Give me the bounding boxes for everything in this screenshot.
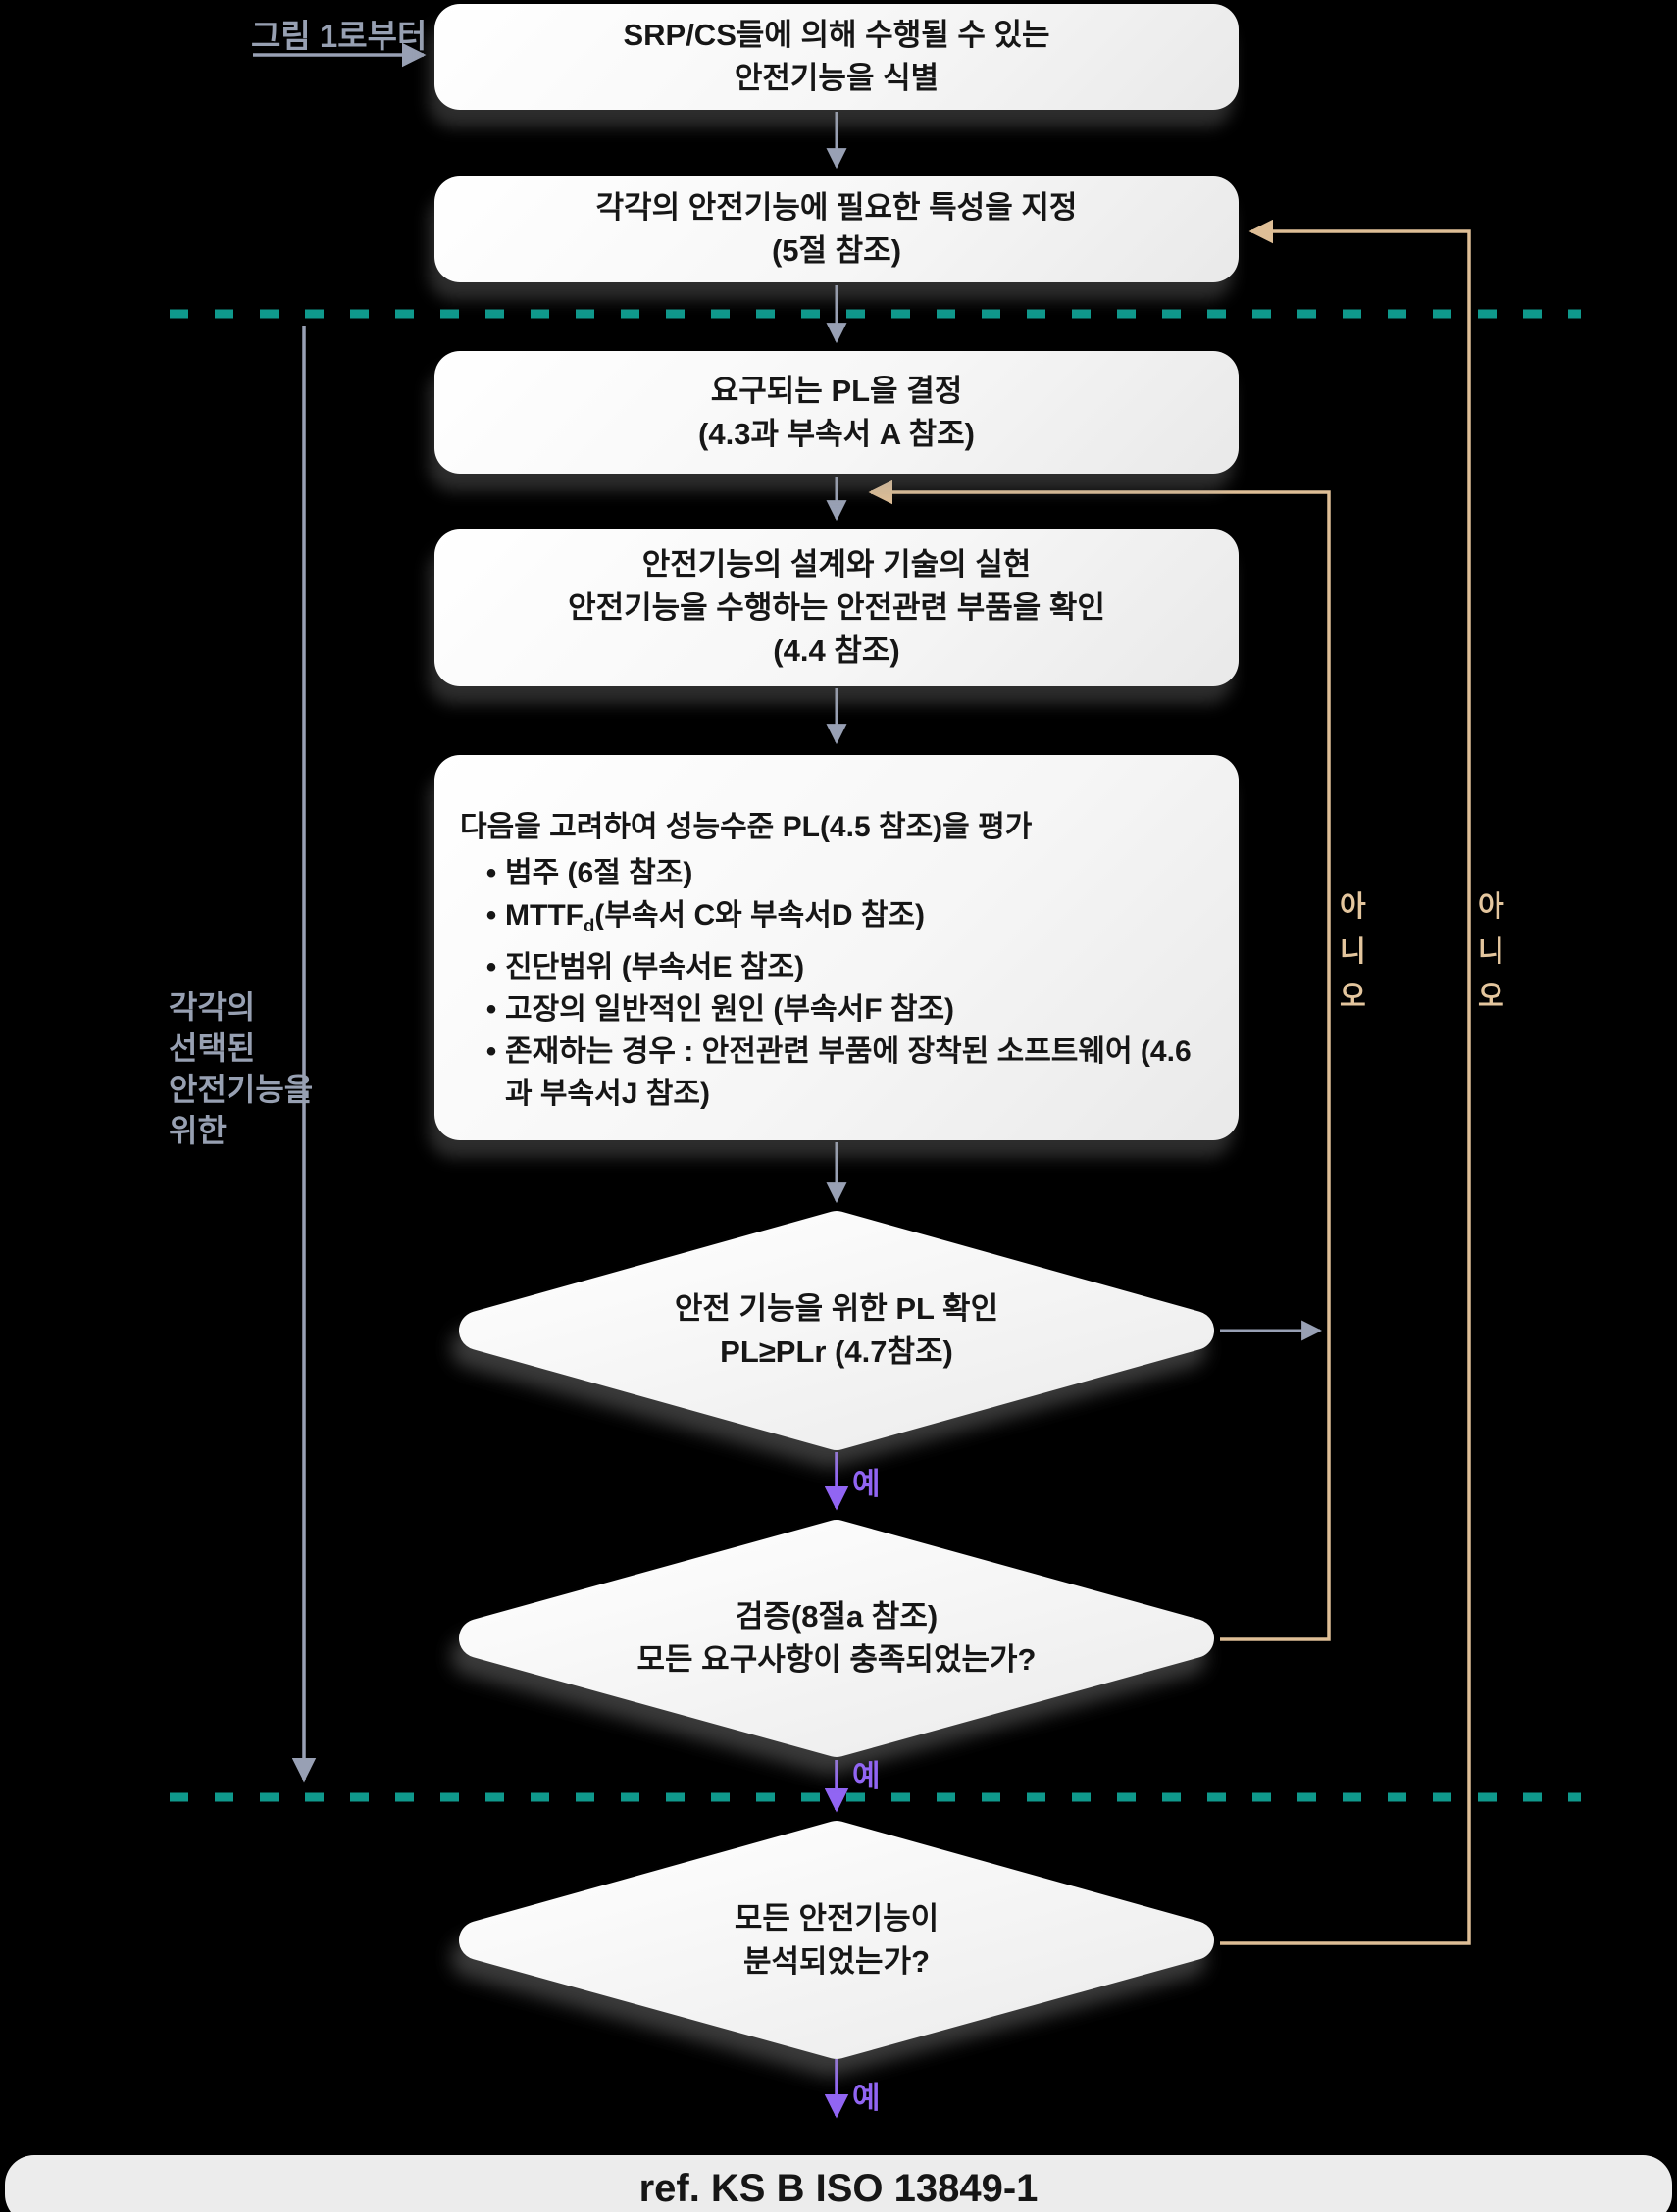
process-box-identify: SRP/CS들에 의해 수행될 수 있는 안전기능을 식별: [434, 4, 1239, 110]
decision-all-analyzed: 모든 안전기능이 분석되었는가?: [479, 1840, 1194, 2039]
yes-label-verification: 예: [852, 1759, 881, 1793]
loop-line-inner-no: [868, 479, 1331, 1641]
bullet-icon: •: [485, 857, 497, 889]
box-text-line: (5절 참조): [771, 233, 902, 268]
yes-label-all-analyzed: 예: [852, 2081, 881, 2115]
decision-diamond-all-analyzed-shape: [459, 1821, 1214, 2059]
bullet-icon: •: [485, 1035, 497, 1068]
box-text-line: 각각의 안전기능에 필요한 특성을 지정: [595, 190, 1078, 225]
bullet-icon: •: [485, 951, 497, 983]
evaluate-title: 다음을 고려하여 성능수준 PL(4.5 참조)을 평가: [460, 811, 1033, 843]
decision-text-line: 분석되었는가?: [742, 1943, 931, 1979]
scope-label: 각각의 선택된 안전기능을 위한: [169, 989, 314, 1148]
box-text-line: (4.4 참조): [773, 633, 900, 668]
reference-bar: ref. KS B ISO 13849-1: [5, 2155, 1672, 2212]
bullet-icon: •: [485, 993, 497, 1026]
decision-verification: 검증(8절a 참조) 모든 요구사항이 충족되었는가?: [479, 1539, 1194, 1737]
process-box-determine-pl: 요구되는 PL을 결정 (4.3과 부속서 A 참조): [434, 351, 1239, 474]
box-text-line: 안전기능을 수행하는 안전관련 부품을 확인: [568, 590, 1105, 625]
decision-text-line: 안전 기능을 위한 PL 확인: [674, 1291, 999, 1326]
decision-text-line: 모든 요구사항이 충족되었는가?: [636, 1642, 1037, 1677]
loop-line-outer-no: [1220, 219, 1471, 1945]
evaluate-bullet-common-cause: • 고장의 일반적인 원인 (부속서F 참조): [460, 988, 1209, 1031]
evaluate-bullet-software: • 존재하는 경우 : 안전관련 부품에 장착된 소프트웨어 (4.6과 부속서…: [460, 1031, 1209, 1115]
yes-label-pl-check: 예: [852, 1467, 881, 1501]
entry-label: 그림 1로부터: [251, 18, 428, 54]
reference-text: ref. KS B ISO 13849-1: [638, 2167, 1039, 2210]
no-label-inner-loop: 아니오: [1340, 891, 1366, 1013]
decision-text-line: 검증(8절a 참조): [735, 1599, 939, 1634]
decision-pl-check: 안전 기능을 위한 PL 확인 PL≥PLr (4.7참조): [479, 1231, 1194, 1431]
bullet-icon: •: [485, 899, 497, 931]
box-text-line: SRP/CS들에 의해 수행될 수 있는: [623, 18, 1050, 52]
decision-text-line: PL≥PLr (4.7참조): [720, 1334, 953, 1369]
box-text-line: 요구되는 PL을 결정: [710, 373, 963, 408]
evaluate-bullet-category: • 범주 (6절 참조): [460, 852, 1209, 894]
decision-diamond-pl-check-shape: [459, 1211, 1214, 1450]
process-box-design: 안전기능의 설계와 기술의 실현 안전기능을 수행하는 안전관련 부품을 확인 …: [434, 529, 1239, 686]
evaluate-bullet-diagnostic-coverage: • 진단범위 (부속서E 참조): [460, 946, 1209, 988]
decision-text-line: 모든 안전기능이: [734, 1900, 940, 1936]
box-text-line: 안전기능의 설계와 기술의 실현: [641, 547, 1032, 581]
box-text-line: 안전기능을 식별: [734, 61, 940, 95]
no-label-outer-loop: 아니오: [1478, 891, 1504, 1013]
process-box-specify: 각각의 안전기능에 필요한 특성을 지정 (5절 참조): [434, 176, 1239, 282]
box-text-line: (4.3과 부속서 A 참조): [698, 416, 975, 451]
decision-diamond-verification-shape: [459, 1520, 1214, 1757]
process-box-evaluate-pl: 다음을 고려하여 성능수준 PL(4.5 참조)을 평가 • 범주 (6절 참조…: [434, 755, 1239, 1140]
evaluate-bullet-mttfd: • MTTFd(부속서 C와 부속서D 참조): [460, 894, 1209, 946]
